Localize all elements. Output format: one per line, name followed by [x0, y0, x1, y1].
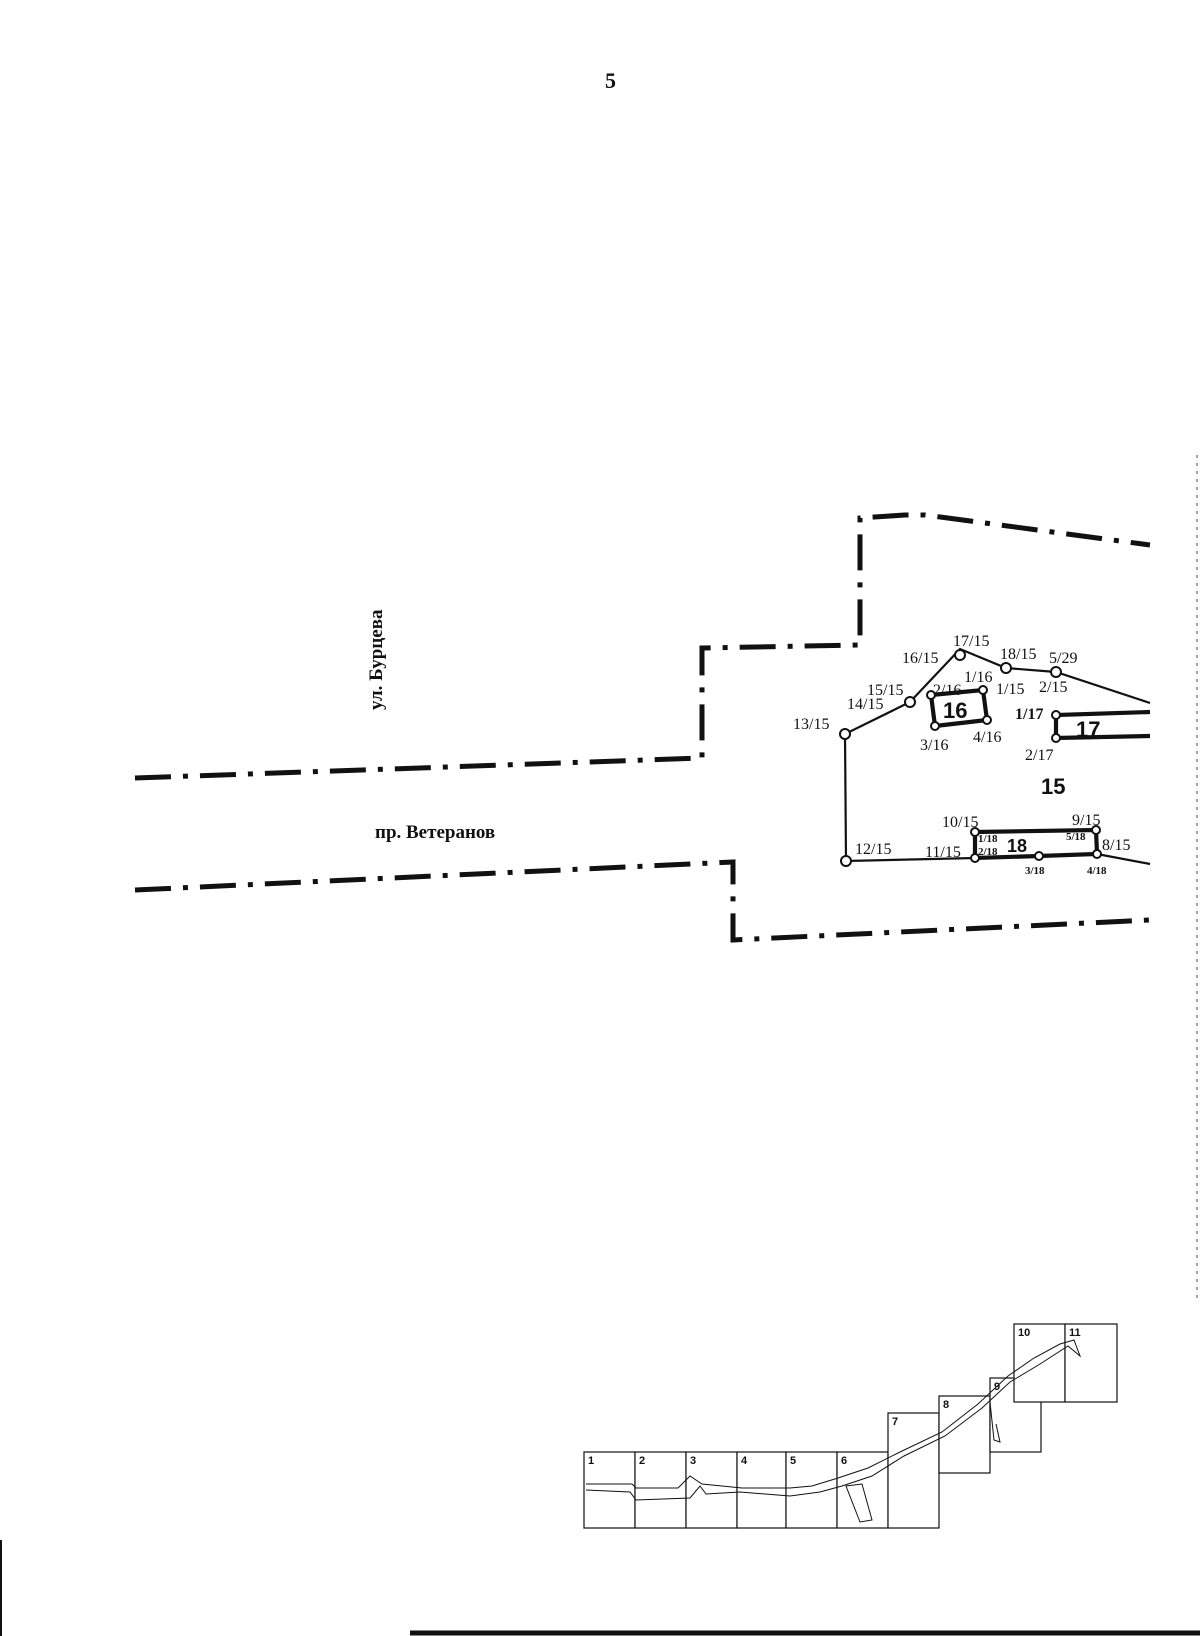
survey-point-label: 2/16 — [933, 682, 961, 699]
sheet-index-map: 1 2 3 4 5 6 7 8 9 10 11 — [583, 1323, 1118, 1529]
survey-point — [1051, 710, 1061, 720]
index-sheet-number: 7 — [892, 1416, 898, 1428]
survey-point-label: 9/15 — [1072, 812, 1100, 829]
index-route-line — [585, 1339, 1082, 1501]
index-route-parcel — [845, 1483, 873, 1523]
survey-points — [839, 649, 1102, 867]
parcel-18-label: 18 — [1007, 836, 1027, 856]
survey-point-label: 16/15 — [902, 650, 938, 667]
index-sheet-number: 3 — [690, 1455, 696, 1467]
survey-point-label: 5/18 — [1066, 831, 1086, 843]
survey-point — [970, 827, 980, 837]
survey-point — [840, 855, 852, 867]
survey-point-label: 17/15 — [953, 633, 989, 650]
index-sheet-cell — [634, 1451, 687, 1529]
survey-point — [1091, 825, 1101, 835]
index-sheet-cell — [1064, 1323, 1118, 1403]
parcel-15-label: 15 — [1041, 774, 1065, 799]
survey-point-label: 15/15 — [867, 682, 903, 699]
parcel-17-label: 17 — [1076, 717, 1100, 742]
survey-point-label: 2/17 — [1025, 747, 1053, 764]
survey-point-label: 14/15 — [847, 696, 883, 713]
index-route-spur — [989, 1401, 1001, 1443]
index-sheet-cell — [887, 1412, 940, 1529]
survey-point — [1092, 849, 1102, 859]
index-sheet-number: 6 — [841, 1455, 847, 1467]
survey-point-label: 2/15 — [1039, 679, 1067, 696]
survey-point-label: 10/15 — [942, 814, 978, 831]
survey-point-label: 18/15 — [1000, 646, 1036, 663]
index-sheet-number: 1 — [588, 1455, 594, 1467]
survey-point — [982, 715, 992, 725]
survey-point-label: 4/16 — [973, 729, 1001, 746]
index-sheet-cell — [685, 1451, 738, 1529]
survey-point-label: 1/18 — [978, 833, 998, 845]
survey-point — [1051, 733, 1061, 743]
survey-point — [1000, 662, 1012, 674]
survey-point — [1050, 666, 1062, 678]
survey-point-label: 1/16 — [964, 669, 992, 686]
parcel-17-boundary — [1053, 709, 1151, 741]
survey-point — [926, 690, 936, 700]
survey-point-label: 3/18 — [1025, 865, 1045, 877]
street-name-burtseva: ул. Бурцева — [366, 609, 387, 710]
survey-point — [970, 853, 980, 863]
survey-point — [839, 728, 851, 740]
survey-point-label: 11/15 — [925, 844, 961, 861]
survey-point — [904, 696, 916, 708]
index-sheet-cell — [1013, 1323, 1066, 1403]
index-sheet-cell — [836, 1451, 889, 1529]
index-sheet-number: 11 — [1069, 1327, 1081, 1339]
survey-point-label: 1/17 — [1015, 706, 1043, 723]
survey-point-label: 13/15 — [793, 716, 829, 733]
survey-point-label: 2/18 — [978, 846, 998, 858]
survey-point-label: 3/16 — [920, 737, 948, 754]
index-sheet-number: 2 — [639, 1455, 645, 1467]
street-name-veteranov: пр. Ветеранов — [375, 822, 495, 843]
survey-point — [930, 721, 940, 731]
index-sheet-cell — [736, 1451, 787, 1529]
street-boundary-south — [134, 859, 1151, 943]
index-sheet-number: 5 — [790, 1455, 796, 1467]
survey-point-label: 5/29 — [1049, 650, 1077, 667]
survey-point — [978, 685, 988, 695]
index-sheet-number: 4 — [741, 1455, 748, 1467]
index-sheet-number: 9 — [994, 1381, 1000, 1393]
survey-point-label: 1/15 — [996, 681, 1024, 698]
index-sheet-number: 10 — [1018, 1327, 1030, 1339]
survey-point — [1034, 851, 1044, 861]
survey-point-label: 4/18 — [1087, 865, 1107, 877]
street-boundary-north — [134, 512, 1151, 781]
page-number: 5 — [605, 68, 616, 93]
survey-point-label: 12/15 — [855, 841, 891, 858]
survey-point-label: 8/15 — [1102, 837, 1130, 854]
parcel-16-label: 16 — [943, 698, 967, 723]
index-sheet-number: 8 — [943, 1399, 949, 1411]
survey-point — [954, 649, 966, 661]
